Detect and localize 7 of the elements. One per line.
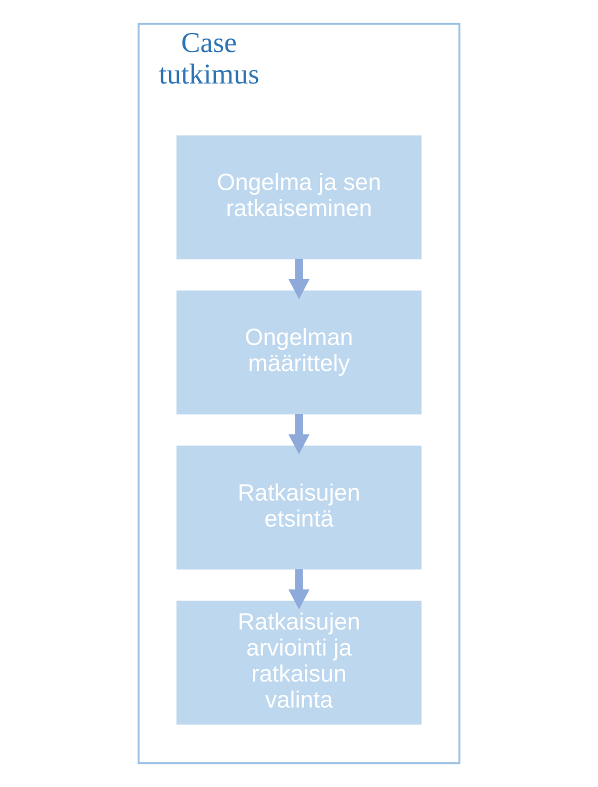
arrow: [288, 414, 310, 454]
arrow: [288, 258, 310, 300]
node-box: Ratkaisujen arviointi ja ratkaisun valinta: [176, 600, 422, 725]
node-box: Ratkaisujen etsintä: [176, 446, 422, 570]
node-box: Ongelman määrittely: [176, 290, 422, 414]
node-box: Ongelma ja sen ratkaiseminen: [176, 135, 422, 260]
arrow: [288, 569, 310, 610]
